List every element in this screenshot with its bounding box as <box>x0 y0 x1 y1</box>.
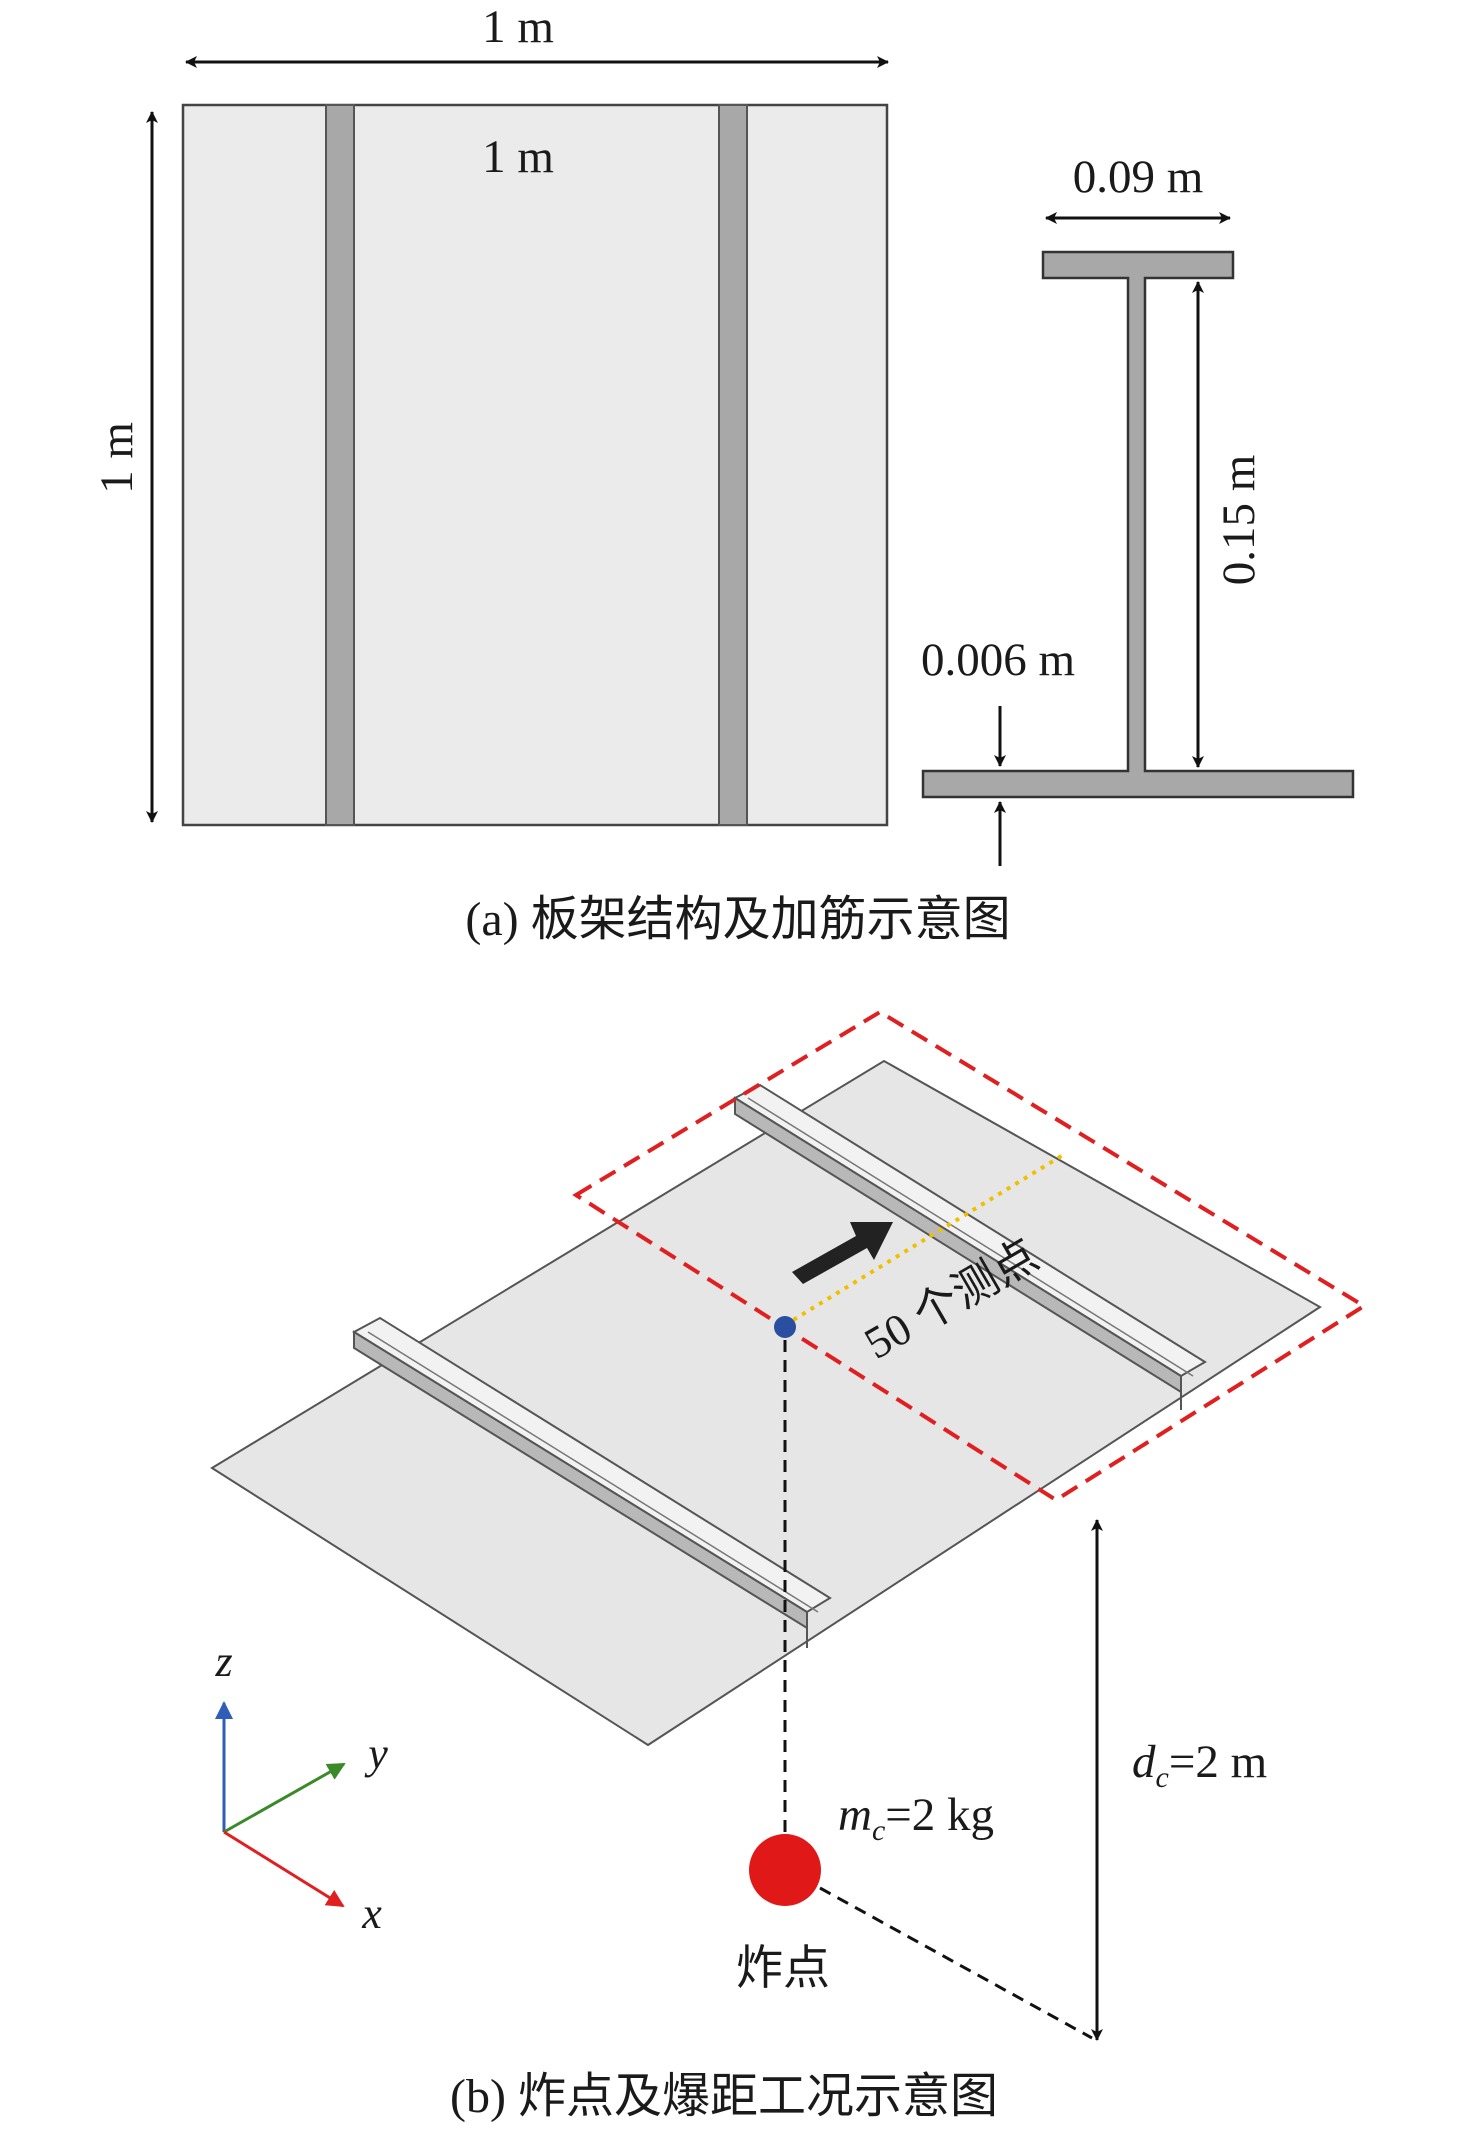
dim-label-beam-height: 0.15 m <box>1213 455 1265 586</box>
measure-points-line <box>783 1153 1065 1327</box>
x-axis-icon <box>223 1830 345 1908</box>
explosive-charge <box>749 1834 821 1906</box>
measurement-region-outline <box>572 1009 1368 1503</box>
x-axis-label: x <box>361 1889 382 1938</box>
dim-label-top-width: 1 m <box>482 1 554 53</box>
dim-label-left-height: 1 m <box>91 422 143 494</box>
stiffener-right <box>718 104 748 826</box>
y-axis-icon <box>223 1762 346 1834</box>
coordinate-axes: z y x <box>214 1637 388 1938</box>
stiffener-3d-left <box>352 1316 832 1648</box>
charge-mass-subscript: c <box>872 1814 885 1847</box>
dim-label-inner-width: 1 m <box>482 131 554 183</box>
panel-a: 1 m 1 m 1 m 0.09 m 0.15 m 0.006 m (a) 板架… <box>91 1 1355 946</box>
plate-3d <box>210 1059 1322 1747</box>
y-axis-label: y <box>364 1729 388 1778</box>
charge-diagonal-dashed-line <box>819 1886 1093 2040</box>
charge-mass-value: =2 kg <box>885 1789 994 1841</box>
i-beam-section <box>921 250 1355 799</box>
dim-label-thickness: 0.006 m <box>921 634 1075 686</box>
caption-a: (a) 板架结构及加筋示意图 <box>465 893 1010 946</box>
standoff-value: =2 m <box>1169 1736 1267 1788</box>
standoff-subscript: c <box>1156 1761 1169 1794</box>
panel-b: 50 个测点 mc=2 kg 炸点 dc=2 m z y x (b) 炸点及爆距… <box>210 1009 1368 2123</box>
dim-label-flange-width: 0.09 m <box>1073 151 1204 203</box>
plate-top-view <box>181 103 889 827</box>
stiffener-left <box>325 104 355 826</box>
explosion-point-label: 炸点 <box>736 1943 830 1995</box>
z-axis-label: z <box>214 1637 232 1686</box>
standoff-symbol: d <box>1132 1736 1156 1788</box>
charge-mass-symbol: m <box>838 1789 872 1841</box>
charge-mass-label: mc=2 kg <box>838 1789 994 1847</box>
direction-arrow-icon <box>792 1222 893 1284</box>
plate-center-point <box>774 1316 796 1338</box>
caption-b: (b) 炸点及爆距工况示意图 <box>450 2070 998 2123</box>
stiffener-3d-right <box>732 1083 1207 1410</box>
standoff-distance-label: dc=2 m <box>1132 1736 1267 1794</box>
